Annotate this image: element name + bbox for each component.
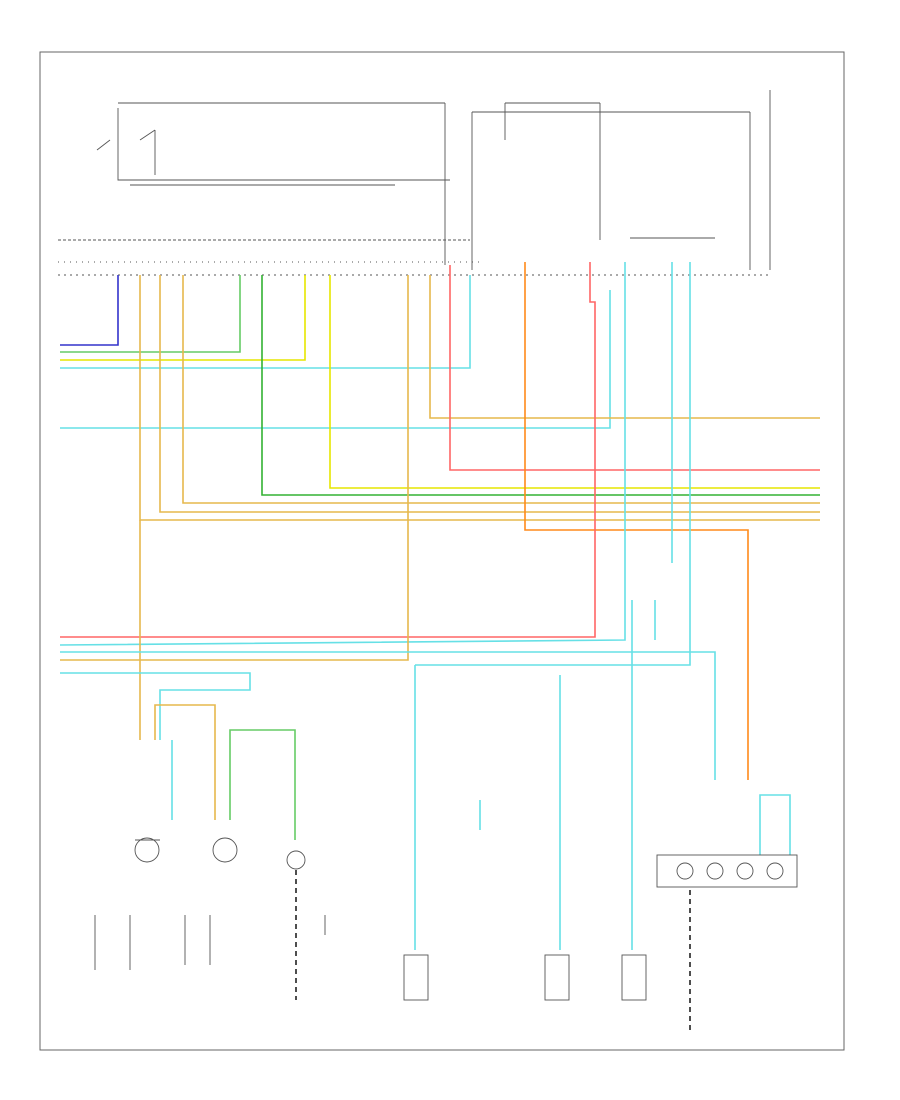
wire-light-blue-loop <box>759 794 791 855</box>
wire-tan-right-4 <box>139 275 820 521</box>
fuse-block-right <box>471 90 771 270</box>
relay-switch-left <box>96 129 156 175</box>
connector-row <box>58 239 770 276</box>
wire-blue <box>60 275 119 346</box>
wire-red-right <box>449 265 820 471</box>
wire-light-blue-a <box>59 262 626 646</box>
wire-light-blue-lower-3 <box>415 563 691 666</box>
wire-light-blue-long <box>60 290 611 429</box>
module-engine-mount <box>403 954 429 1001</box>
ground-left <box>94 915 326 970</box>
wire-green-right <box>261 275 820 496</box>
wire-tan-right-2 <box>182 275 820 504</box>
lamp-left-park <box>212 837 238 863</box>
module-hvac <box>544 954 570 1001</box>
wire-green-lamp <box>229 729 296 840</box>
fuse-block-left <box>117 102 450 265</box>
wire-light-blue-lower <box>60 651 716 780</box>
wire-light-blue-lower-2 <box>60 672 251 740</box>
wire-light-green <box>60 275 241 353</box>
wire-orange <box>524 262 749 780</box>
wire-tan-lamp <box>154 704 216 820</box>
wire-tan-long <box>60 275 409 661</box>
wire-yellow-top <box>60 275 306 361</box>
wire-light-blue-top <box>60 275 471 369</box>
module-ecm <box>621 954 647 1001</box>
wire-yellow-right <box>329 275 820 489</box>
lamp-left-marker <box>286 850 306 870</box>
module-eccm-connector <box>656 854 798 888</box>
lamp-left-front <box>134 837 160 863</box>
wire-red-center <box>60 262 596 638</box>
diagram-frame <box>39 51 845 1051</box>
wire-tan-right-3 <box>159 275 820 513</box>
